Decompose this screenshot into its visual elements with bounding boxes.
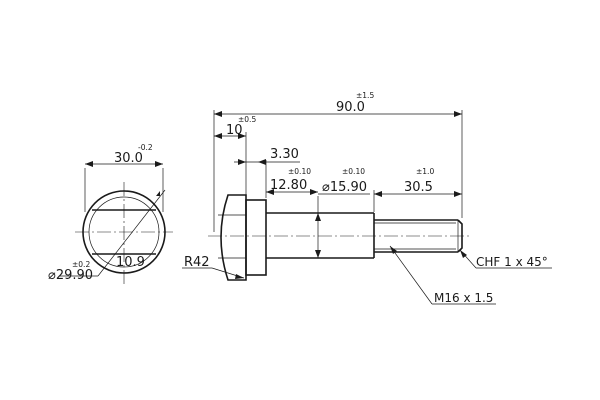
across-flats-tol: -0.2	[138, 143, 153, 152]
head-diameter-value: ⌀29.90	[48, 268, 93, 283]
diameter-arrow	[156, 191, 160, 196]
chamfer-note: CHF 1 x 45°	[476, 255, 548, 269]
radius-callout: R42	[182, 255, 245, 279]
bolt-head-outline	[220, 194, 247, 281]
arrow-left	[266, 189, 274, 195]
head-diameter-tol: ±0.2	[72, 260, 90, 269]
shoulder-length-dimension: 12.80 ±0.10	[266, 167, 318, 195]
thread-note: M16 x 1.5	[434, 291, 493, 305]
arrow-left	[214, 111, 222, 117]
shank-diameter-value: ⌀15.90	[322, 180, 367, 195]
arrow-right	[258, 159, 266, 165]
across-flats-dimension: 30.0 -0.2	[84, 143, 164, 212]
thread-arrow	[390, 246, 397, 254]
arrow-left	[374, 191, 382, 197]
offset-dimension: 3.30	[234, 147, 300, 165]
shank-dia-arrow-top	[315, 213, 321, 221]
radius-value: R42	[184, 255, 210, 270]
arrow-right	[310, 189, 318, 195]
chamfer-arrow	[460, 250, 467, 258]
arrow-right	[454, 111, 462, 117]
overall-length-dimension: 90.0 ±1.5	[214, 91, 462, 117]
shank-diameter-tol: ±0.10	[342, 167, 365, 176]
across-flats-value: 30.0	[114, 151, 143, 166]
arrow-left	[85, 161, 93, 167]
head-height-value: 10	[226, 123, 243, 138]
thread-length-tol: ±1.0	[416, 167, 434, 176]
side-view	[208, 194, 470, 281]
overall-length-tol: ±1.5	[356, 91, 374, 100]
arrow-left	[214, 133, 222, 139]
head-height-dimension: 10 ±0.5	[214, 115, 256, 139]
end-view	[60, 182, 173, 285]
bolt-collar	[245, 199, 267, 276]
arrow-left	[238, 159, 246, 165]
overall-length-value: 90.0	[336, 100, 365, 115]
radius-arrow	[235, 274, 244, 279]
diameter-leader	[97, 189, 166, 277]
arrow-right	[454, 191, 462, 197]
shoulder-length-value: 12.80	[270, 178, 307, 193]
shoulder-length-tol: ±0.10	[288, 167, 311, 176]
arrow-right	[155, 161, 163, 167]
chamfer-callout: CHF 1 x 45°	[459, 249, 552, 269]
thread-leader	[389, 245, 433, 305]
head-height-tol: ±0.5	[238, 115, 256, 124]
shank-dia-arrow-bottom	[315, 250, 321, 258]
flat-depth-value: 10.9	[116, 255, 145, 270]
thread-length-value: 30.5	[404, 180, 433, 195]
thread-length-dimension: 30.5 ±1.0	[374, 167, 462, 197]
arrow-right	[238, 133, 246, 139]
thread-callout: M16 x 1.5	[389, 245, 496, 305]
offset-value: 3.30	[270, 147, 299, 162]
